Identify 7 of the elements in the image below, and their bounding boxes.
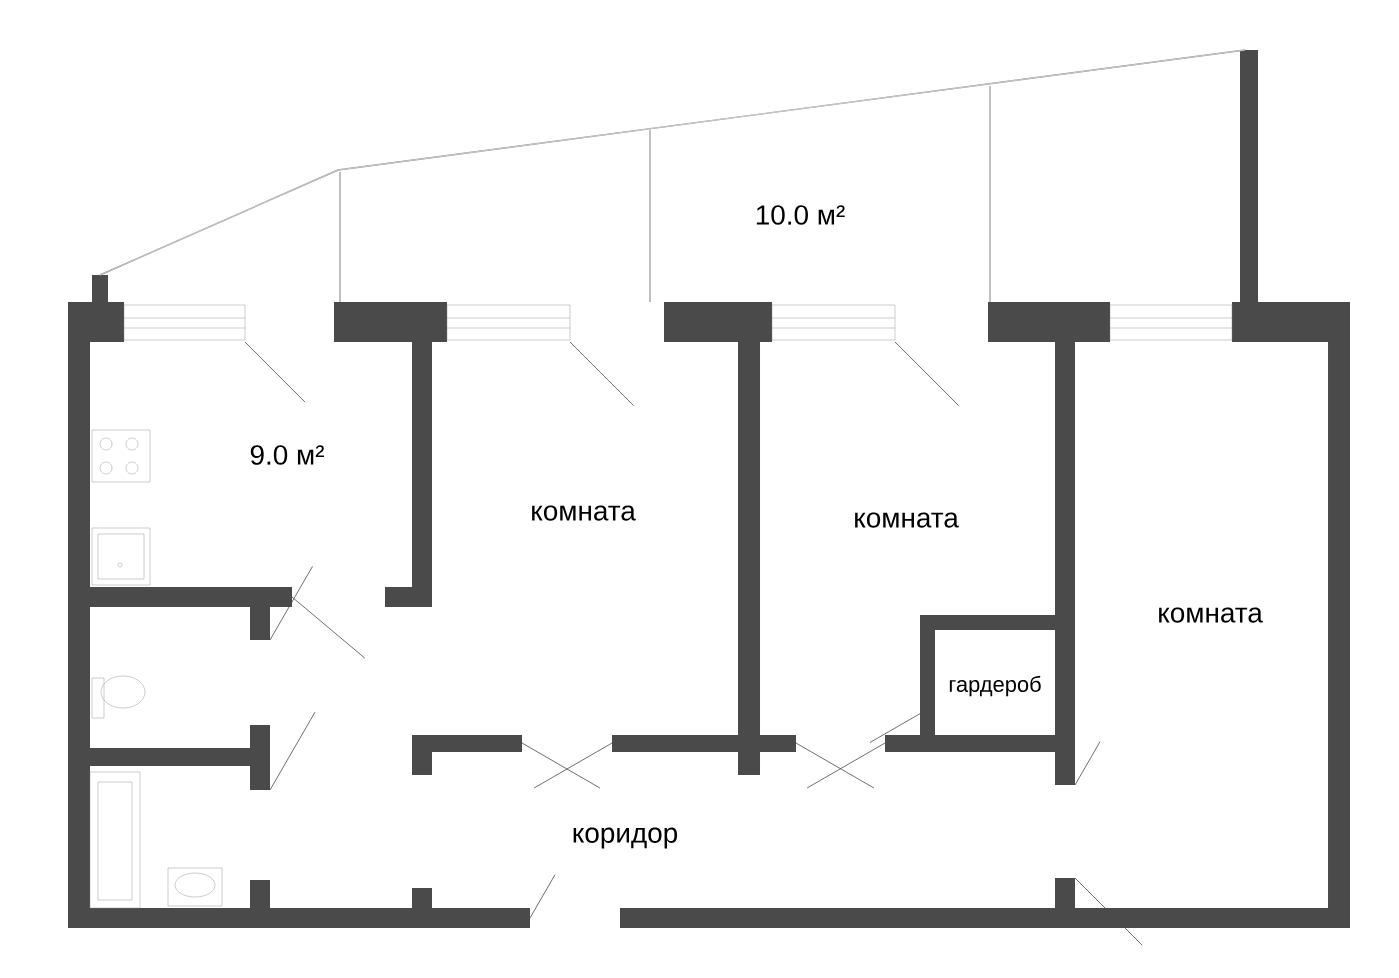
room-label: комната: [1159, 607, 1263, 623]
room-label: комната: [532, 505, 636, 521]
room-label: 9.0 м²: [250, 445, 324, 465]
room-label: гардероб: [949, 675, 1041, 697]
room-label: 10.0 м²: [756, 205, 845, 225]
room-label: комната: [855, 512, 959, 528]
room-label: коридор: [573, 827, 678, 849]
